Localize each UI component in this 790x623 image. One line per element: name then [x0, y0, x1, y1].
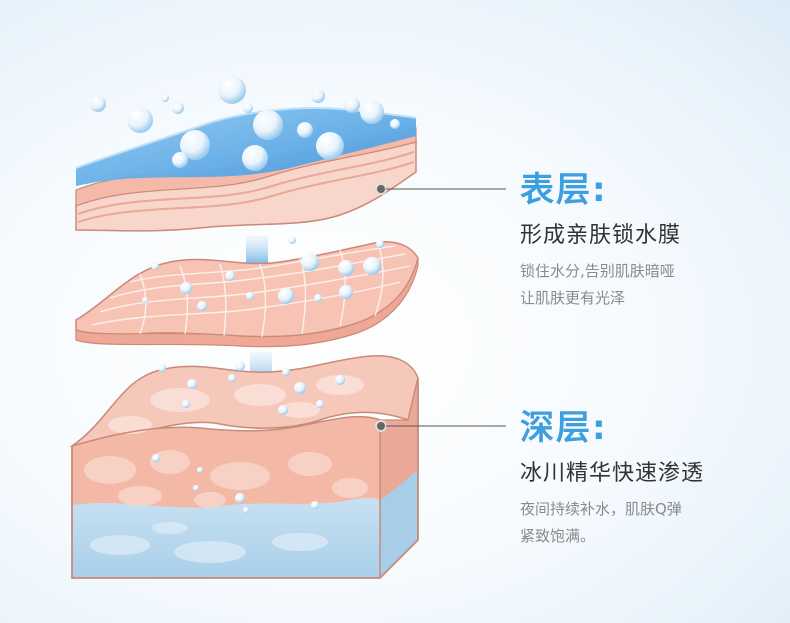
surface-layer-description: 锁住水分,告别肌肤暗哑 让肌肤更有光泽 [520, 258, 750, 312]
water-bubbles-middle [142, 236, 384, 311]
deep-layer-callout: 深层: 冰川精华快速渗透 夜间持续补水，肌肤Q弹 紧致饱满。 [520, 408, 750, 550]
surface-layer [75, 106, 417, 232]
surface-desc-line-1: 锁住水分,告别肌肤暗哑 [520, 262, 675, 280]
surface-pointer-dot [375, 183, 387, 195]
surface-layer-callout: 表层: 形成亲肤锁水膜 锁住水分,告别肌肤暗哑 让肌肤更有光泽 [520, 170, 750, 312]
surface-layer-title: 表层: [520, 170, 608, 210]
middle-layer [75, 240, 419, 348]
surface-layer-headline: 形成亲肤锁水膜 [520, 223, 682, 248]
surface-desc-line-2: 让肌肤更有光泽 [520, 289, 626, 307]
deep-desc-line-1: 夜间持续补水，肌肤Q弹 [520, 500, 682, 518]
deep-pointer-dot [375, 420, 387, 432]
deep-layer-headline: 冰川精华快速渗透 [520, 461, 705, 486]
deep-desc-line-2: 紧致饱满。 [520, 527, 596, 545]
deep-layer-title: 深层: [520, 408, 608, 448]
water-bubbles-deep [152, 361, 345, 513]
deep-layer-description: 夜间持续补水，肌肤Q弹 紧致饱满。 [520, 496, 750, 550]
water-bubbles-top [90, 76, 400, 171]
deep-layer-block [69, 354, 419, 579]
